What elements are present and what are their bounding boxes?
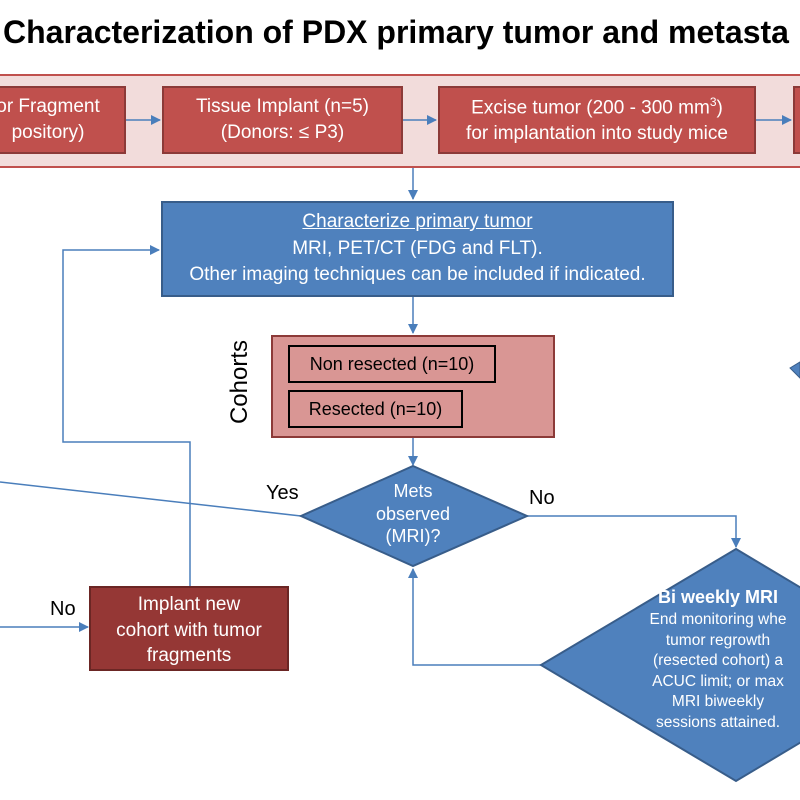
connector-implant-loop: [62, 245, 191, 586]
cohorts-container: Non resected (n=10) Resected (n=10): [271, 335, 555, 438]
yes-label: Yes: [266, 482, 299, 504]
implant-new-cohort-rect: [89, 586, 289, 671]
partial-shape-right: [789, 361, 800, 379]
connector-biweekly-loop: [408, 568, 541, 666]
tumor-fragment-box: or Fragment pository): [0, 86, 126, 154]
connector-yes-left: [0, 481, 302, 517]
cohort-resected: Resected (n=10): [288, 390, 463, 428]
biweekly-mri-text: Bi weekly MRI End monitoring whe tumor r…: [649, 587, 787, 731]
biweekly-mri-diamond: [539, 547, 800, 783]
tissue-implant-box: Tissue Implant (n=5) (Donors: ≤ P3): [162, 86, 403, 154]
next-step-box: [793, 86, 800, 154]
connector-decision-no: [527, 515, 741, 548]
no-label-left: No: [50, 598, 76, 620]
page-title: Characterization of PDX primary tumor an…: [3, 14, 789, 50]
no-label-right: No: [529, 487, 555, 509]
excise-tumor-box: Excise tumor (200 - 300 mm3) for implant…: [438, 86, 756, 154]
characterize-primary-tumor-box: Characterize primary tumor MRI, PET/CT (…: [161, 201, 674, 297]
mets-decision-diamond: [298, 464, 530, 568]
implant-new-cohort-text: Implant new cohort with tumor fragments: [116, 594, 262, 667]
cohort-non-resected: Non resected (n=10): [288, 345, 496, 383]
mets-decision-text: Mets observed (MRI)?: [375, 481, 451, 546]
